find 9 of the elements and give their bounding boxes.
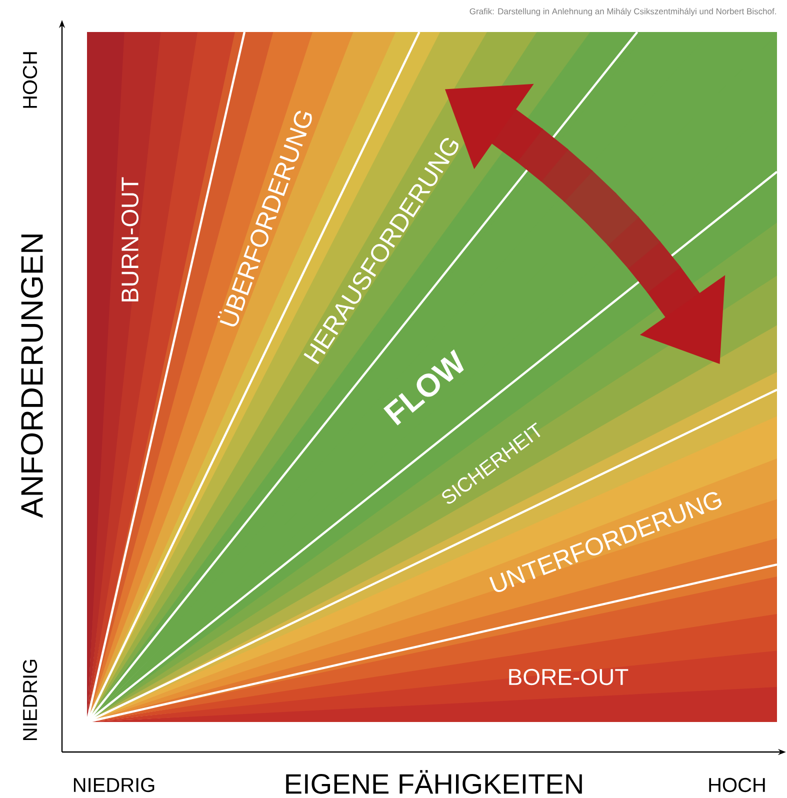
axis-label: HOCH — [22, 52, 38, 108]
axis-title: EIGENE FÄHIGKEITEN — [286, 770, 582, 794]
zone-label: BORE-OUT — [509, 668, 628, 686]
axis-label: NIEDRIG — [22, 660, 38, 740]
axis-label: HOCH — [709, 778, 765, 792]
axis-label: NIEDRIG — [74, 778, 154, 792]
zone-label: BURN-OUT — [122, 177, 138, 302]
axis-title: ANFORDERUNGEN — [21, 234, 43, 518]
credit-text: Grafik: Darstellung in Anlehnung an Mihály Csikszentmihályi und Norbert Bischof. — [470, 8, 776, 16]
